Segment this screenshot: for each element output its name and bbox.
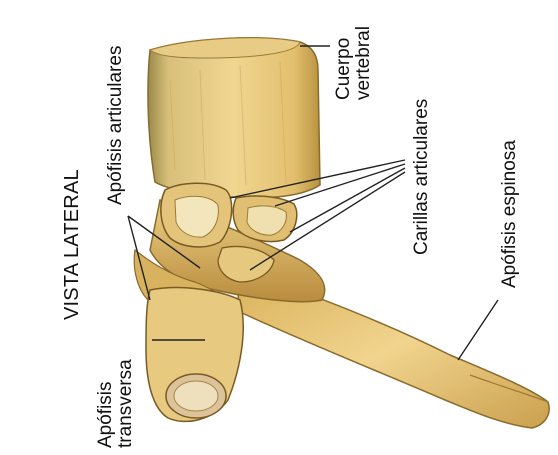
label-cuerpo-vertebral: Cuerpo vertebral xyxy=(334,26,374,100)
label-transversa-line-2: transversa xyxy=(116,359,136,448)
label-apofisis-articulares: Apófisis articulares xyxy=(106,46,125,205)
label-cuerpo-line-1: Cuerpo xyxy=(334,26,354,100)
transverse-process xyxy=(146,288,243,422)
label-apofisis-transversa: Apófisis transversa xyxy=(96,359,136,448)
label-apofisis-espinosa: Apófisis espinosa xyxy=(500,140,519,288)
label-cuerpo-line-2: vertebral xyxy=(354,26,374,100)
view-title: VISTA LATERAL xyxy=(62,169,82,320)
leader-apofisis-espinosa xyxy=(458,300,498,360)
label-carillas-articulares: Carillas articulares xyxy=(412,99,431,255)
label-transversa-line-1: Apófisis xyxy=(96,359,116,448)
vertebral-body xyxy=(148,38,320,198)
